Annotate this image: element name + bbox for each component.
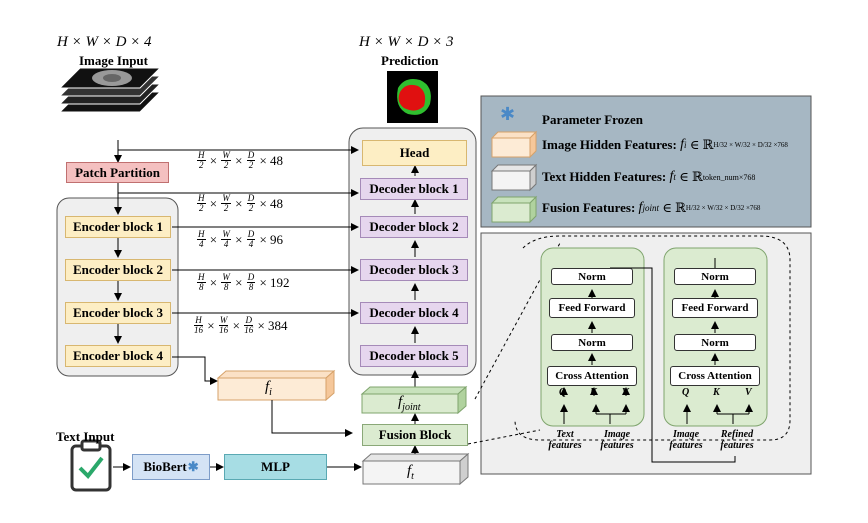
image-stack-graphic [58, 67, 162, 113]
patch-partition-box: Patch Partition [66, 162, 169, 183]
decoder-block-2: Decoder block 2 [360, 216, 468, 238]
left-k-label: K [590, 387, 597, 398]
ft-label: ft [407, 463, 414, 482]
right-cross-attention: Cross Attention [670, 366, 760, 386]
biobert-box: BioBert✱ [132, 454, 210, 480]
pred-dims-label: H × W × D × 3 [359, 34, 454, 50]
legend-frozen-label: Parameter Frozen [542, 112, 643, 127]
legend-image-cube [490, 130, 538, 159]
image-dims-label: H × W × D × 4 [57, 34, 152, 50]
right-q-label: Q [682, 387, 690, 398]
fi-tensor-shape [216, 369, 336, 402]
left-cross-attention: Cross Attention [547, 366, 637, 386]
text-input-label: Text Input [56, 429, 115, 444]
legend-fusion-cube [490, 195, 538, 224]
left-v-label: V [622, 387, 629, 398]
fusion-block: Fusion Block [362, 424, 468, 446]
encoder-block-3: Encoder block 3 [65, 302, 171, 324]
left-norm-mid: Norm [551, 334, 633, 351]
right-feed-forward: Feed Forward [672, 298, 758, 318]
right-norm-top: Norm [674, 268, 756, 285]
encoder-block-4: Encoder block 4 [65, 345, 171, 367]
left-q-label: Q [559, 387, 567, 398]
decoder-block-5: Decoder block 5 [360, 345, 468, 367]
legend-text-cube [490, 163, 538, 192]
decoder-block-3: Decoder block 3 [360, 259, 468, 281]
frozen-snowflake-icon-legend: ✱ [500, 104, 516, 124]
prediction-label: Prediction [381, 53, 439, 68]
ft-tensor-shape [361, 452, 470, 486]
frozen-snowflake-icon: ✱ [187, 459, 199, 474]
image-input-label: Image Input [79, 53, 148, 68]
left-feed-forward: Feed Forward [549, 298, 635, 318]
decoder-block-1: Decoder block 1 [360, 178, 468, 200]
fi-label: fi [265, 379, 272, 398]
right-norm-mid: Norm [674, 334, 756, 351]
right-v-label: V [745, 387, 752, 398]
encoder-block-2: Encoder block 2 [65, 259, 171, 281]
encoder-block-1: Encoder block 1 [65, 216, 171, 238]
decoder-block-4: Decoder block 4 [360, 302, 468, 324]
prediction-graphic [387, 71, 438, 123]
right-k-label: K [713, 387, 720, 398]
fjoint-tensor-shape [360, 385, 468, 415]
mlp-box: MLP [224, 454, 327, 480]
fjoint-label: fjoint [398, 394, 421, 413]
left-norm-top: Norm [551, 268, 633, 285]
head-box: Head [362, 140, 467, 166]
clipboard-icon [70, 439, 112, 492]
